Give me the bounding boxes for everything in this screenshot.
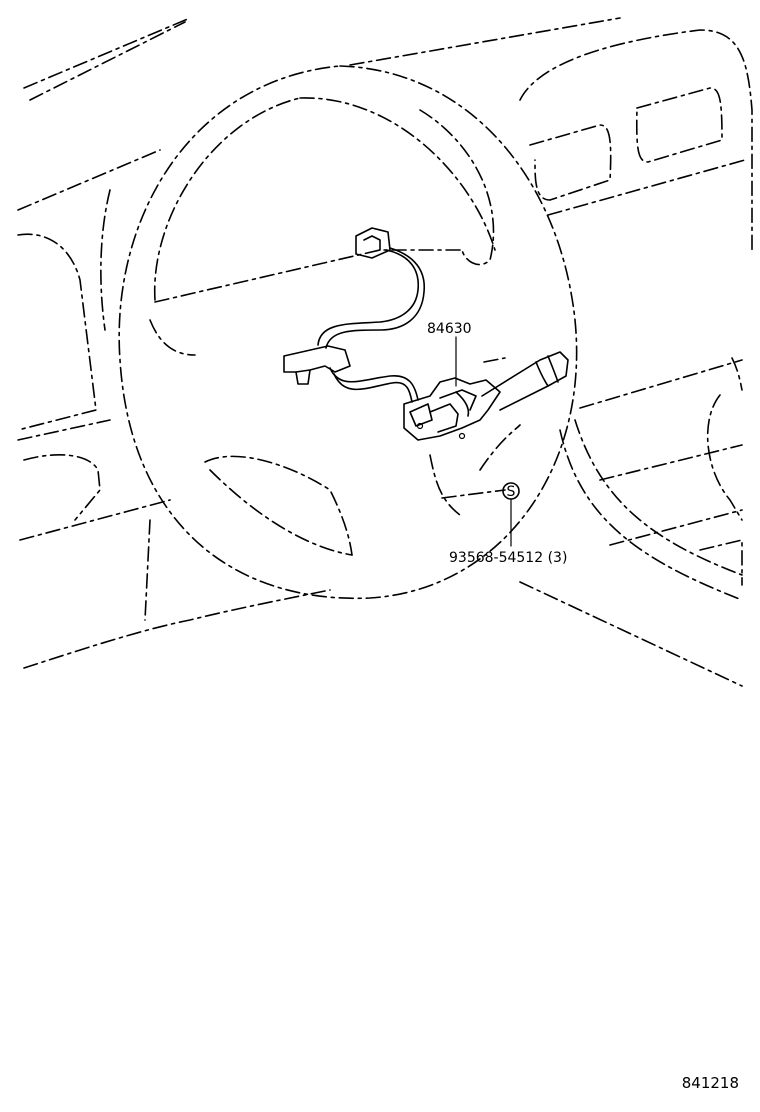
turn-signal-switch (403, 351, 569, 441)
dashboard-outline (17, 17, 753, 687)
part-number-switch: 84630 (427, 321, 472, 337)
figure-code: 841218 (682, 1074, 739, 1092)
part-number-screw: 93568-54512 (3) (449, 550, 567, 566)
steering-wheel (118, 65, 578, 600)
wire-harness (283, 227, 426, 403)
leaders (455, 336, 512, 547)
screw-icon: S (502, 482, 520, 500)
screw-symbol-label: S (507, 484, 516, 500)
